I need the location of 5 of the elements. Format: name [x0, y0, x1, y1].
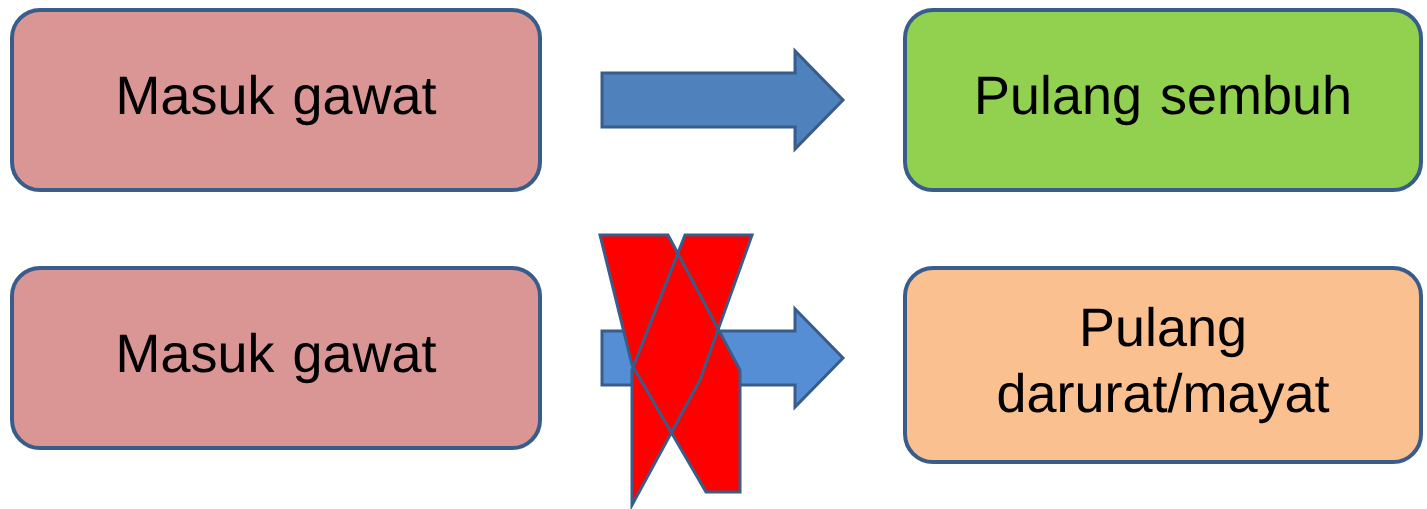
- process-box: Pulang darurat/mayat: [903, 266, 1423, 464]
- process-box: Masuk gawat: [10, 8, 542, 192]
- process-box: Pulang sembuh: [903, 8, 1423, 192]
- process-box: Masuk gawat: [10, 266, 542, 450]
- block-arrow: [600, 47, 846, 153]
